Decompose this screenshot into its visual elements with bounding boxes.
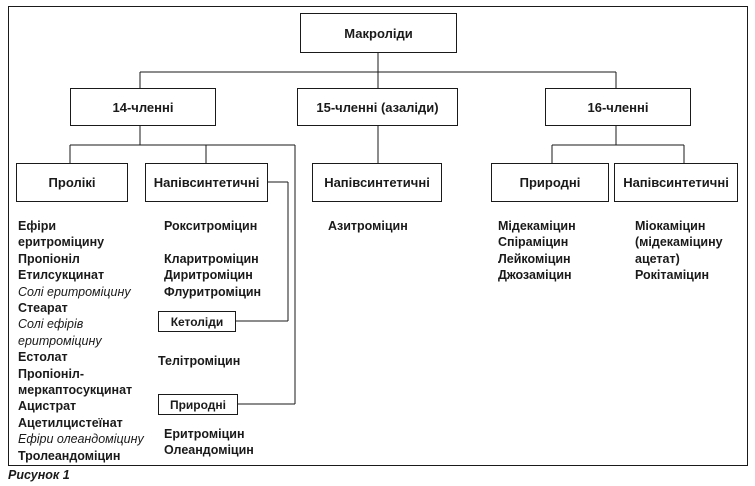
figure-caption: Рисунок 1 <box>8 468 70 482</box>
list-natural-16: Мідекаміцин Спіраміцин Лейкоміцин Джозам… <box>498 218 576 284</box>
list-proliky: Ефіри еритроміцину Пропіоніл Етилсукцина… <box>18 218 144 464</box>
list-item: Стеарат <box>18 301 68 316</box>
group-box-15: 15-членні (азаліди) <box>297 88 458 126</box>
group-label-15: 15-членні (азаліди) <box>316 99 439 115</box>
list-item: Флуритроміцин <box>164 284 262 299</box>
list-item: Телітроміцин <box>158 354 241 368</box>
subgroup-box-ketolides: Кетоліди <box>158 311 236 332</box>
group-label-16: 16-членні <box>587 99 649 115</box>
list-item: Олеандоміцин <box>164 443 254 458</box>
list-item: Джозаміцин <box>498 268 572 283</box>
subgroup-box-semi-16: Напівсинтетичні <box>614 163 738 202</box>
subgroup-label-ketolides: Кетоліди <box>170 314 224 329</box>
list-semi-14-mid: Кларитроміцин Диритроміцин Флуритроміцин <box>164 251 261 300</box>
list-item: Етилсукцинат <box>18 268 105 283</box>
list-ketolides: Телітроміцин <box>158 353 240 369</box>
list-semi-14-top: Рокситроміцин <box>164 218 257 234</box>
subgroup-box-semi-14: Напівсинтетичні <box>145 163 268 202</box>
list-item: Ефіри <box>18 219 57 233</box>
group-label-14: 14-членні <box>112 99 174 115</box>
list-item: Міокаміцин <box>635 219 706 233</box>
list-item: Спіраміцин <box>498 235 569 250</box>
list-item: Солі ефірів <box>18 317 84 332</box>
subgroup-label-proliky: Пролікі <box>48 175 96 190</box>
subgroup-label-semi-14: Напівсинтетичні <box>153 175 260 190</box>
list-item: Солі еритроміцину <box>18 284 131 299</box>
list-item: Рокситроміцин <box>164 219 258 233</box>
subgroup-label-semi-16: Напівсинтетичні <box>623 175 729 190</box>
group-box-16: 16-членні <box>545 88 691 126</box>
list-item: еритроміцину <box>18 235 105 250</box>
list-item: Кларитроміцин <box>164 252 259 266</box>
list-item: Диритроміцин <box>164 268 253 283</box>
list-item: Естолат <box>18 350 68 365</box>
list-item: Тролеандоміцин <box>18 448 121 463</box>
list-item: Азитроміцин <box>328 219 408 233</box>
subgroup-box-natural-16: Природні <box>491 163 609 202</box>
subgroup-box-proliky: Пролікі <box>16 163 128 202</box>
list-item: (мідекаміцину <box>635 235 723 250</box>
list-item: Еритроміцин <box>164 427 245 441</box>
subgroup-box-natural-14: Природні <box>158 394 238 415</box>
list-item: Лейкоміцин <box>498 251 571 266</box>
list-natural-14: Еритроміцин Олеандоміцин <box>164 426 254 459</box>
root-box-macrolides: Макроліди <box>300 13 457 53</box>
list-item: Ацистрат <box>18 399 77 414</box>
root-label: Макроліди <box>344 25 413 41</box>
subgroup-label-semi-15: Напівсинтетичні <box>324 175 430 190</box>
diagram-frame <box>8 6 748 466</box>
subgroup-label-natural-16: Природні <box>519 175 581 190</box>
list-semi-16: Міокаміцин (мідекаміцину ацетат) Рокітам… <box>635 218 723 284</box>
list-item: Ефіри олеандоміцину <box>18 432 144 447</box>
list-item: Пропіоніл <box>18 251 80 266</box>
list-item: еритроміцину <box>18 333 102 348</box>
list-semi-15: Азитроміцин <box>328 218 408 234</box>
list-item: Ацетилцистеїнат <box>18 415 123 430</box>
list-item: Рокітаміцин <box>635 268 710 283</box>
list-item: меркаптосукцинат <box>18 383 133 398</box>
list-item: ацетат) <box>635 251 680 266</box>
subgroup-label-natural-14: Природні <box>169 397 227 412</box>
list-item: Пропіоніл- <box>18 366 85 381</box>
group-box-14: 14-членні <box>70 88 216 126</box>
subgroup-box-semi-15: Напівсинтетичні <box>312 163 442 202</box>
list-item: Мідекаміцин <box>498 219 576 233</box>
